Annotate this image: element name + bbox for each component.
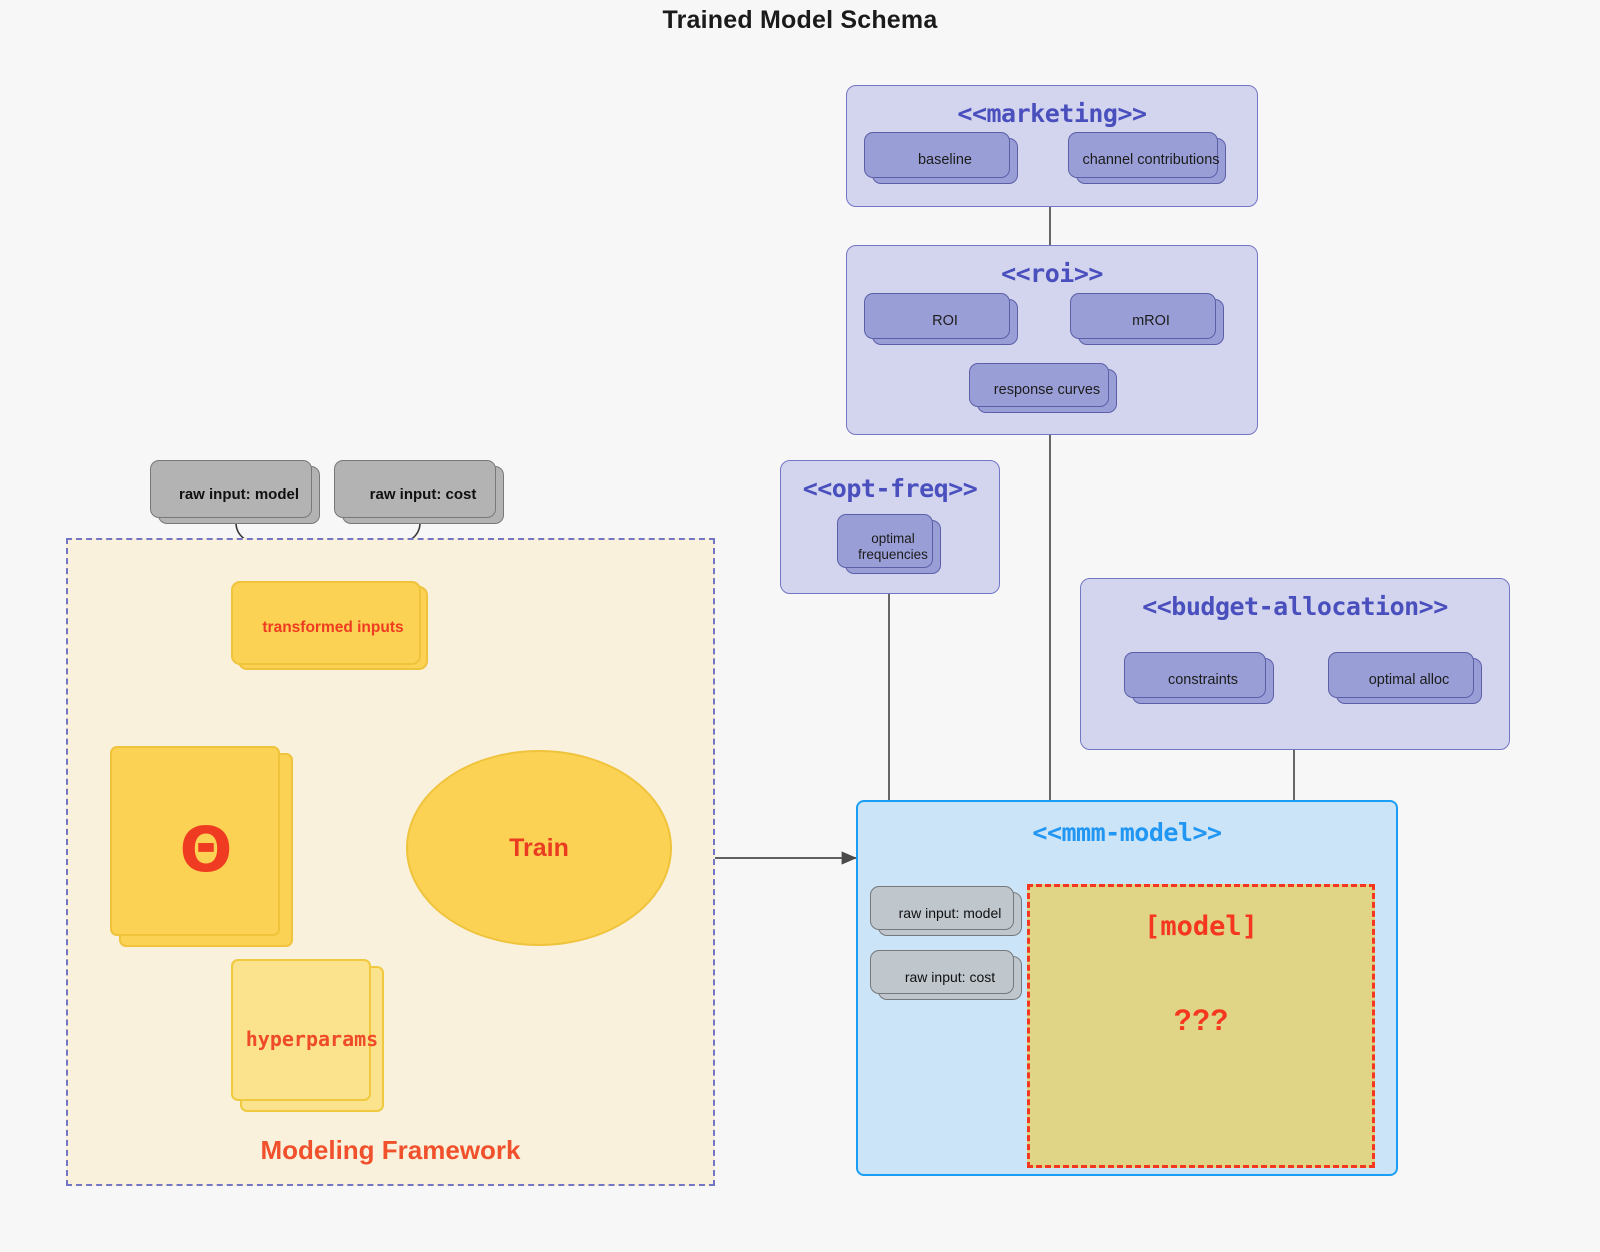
theta-card[interactable]: Θ: [110, 746, 293, 947]
node-optimal-alloc[interactable]: optimal alloc: [1328, 652, 1482, 704]
mmm-raw-input-model-label: raw input: model: [898, 905, 1002, 922]
model-slot[interactable]: [model] ???: [1027, 884, 1375, 1168]
page-title: Trained Model Schema: [662, 6, 938, 34]
node-baseline[interactable]: baseline: [864, 132, 1018, 184]
node-mroi-label: mROI: [1132, 313, 1170, 330]
mmm-model-title: <<mmm-model>>: [1032, 818, 1222, 847]
package-marketing-title: <<marketing>>: [957, 99, 1147, 128]
framework-raw-input-cost-label: raw input: cost: [369, 485, 477, 503]
node-constraints[interactable]: constraints: [1124, 652, 1274, 704]
node-roi[interactable]: ROI: [864, 293, 1018, 345]
modeling-framework-label: Modeling Framework: [260, 1135, 521, 1165]
node-response-curves-label: response curves: [993, 382, 1101, 399]
hyperparams-label: hyperparams: [245, 1027, 379, 1051]
node-optimal-frequencies-label: optimal frequencies: [858, 530, 928, 562]
package-roi-title: <<roi>>: [1001, 259, 1103, 288]
model-slot-placeholder: ???: [1173, 1004, 1229, 1037]
node-roi-label: ROI: [932, 313, 958, 330]
node-mroi[interactable]: mROI: [1070, 293, 1224, 345]
mmm-raw-input-cost-label: raw input: cost: [904, 969, 996, 986]
mmm-raw-input-model[interactable]: raw input: model: [870, 886, 1022, 936]
framework-raw-input-model[interactable]: raw input: model: [150, 460, 320, 524]
mmm-raw-input-cost[interactable]: raw input: cost: [870, 950, 1022, 1000]
theta-glyph: Θ: [179, 813, 233, 886]
node-channel-contributions[interactable]: channel contributions: [1068, 132, 1226, 184]
node-optimal-frequencies[interactable]: optimal frequencies: [837, 514, 941, 574]
train-node[interactable]: Train: [406, 750, 672, 946]
package-budget-allocation-title: <<budget-allocation>>: [1142, 592, 1448, 621]
node-response-curves[interactable]: response curves: [969, 363, 1117, 413]
package-opt-freq-title: <<opt-freq>>: [802, 474, 978, 503]
framework-raw-input-model-label: raw input: model: [179, 485, 299, 503]
framework-raw-input-cost[interactable]: raw input: cost: [334, 460, 504, 524]
hyperparams-card[interactable]: hyperparams: [231, 959, 384, 1112]
transformed-inputs-card[interactable]: transformed inputs: [231, 581, 428, 670]
model-slot-label: [model]: [1144, 911, 1258, 942]
node-constraints-label: constraints: [1167, 672, 1239, 689]
node-optimal-alloc-label: optimal alloc: [1368, 672, 1450, 689]
node-channel-contributions-label: channel contributions: [1082, 152, 1220, 169]
transformed-inputs-label: transformed inputs: [262, 618, 404, 636]
node-baseline-label: baseline: [917, 152, 972, 169]
train-label: Train: [509, 833, 569, 862]
